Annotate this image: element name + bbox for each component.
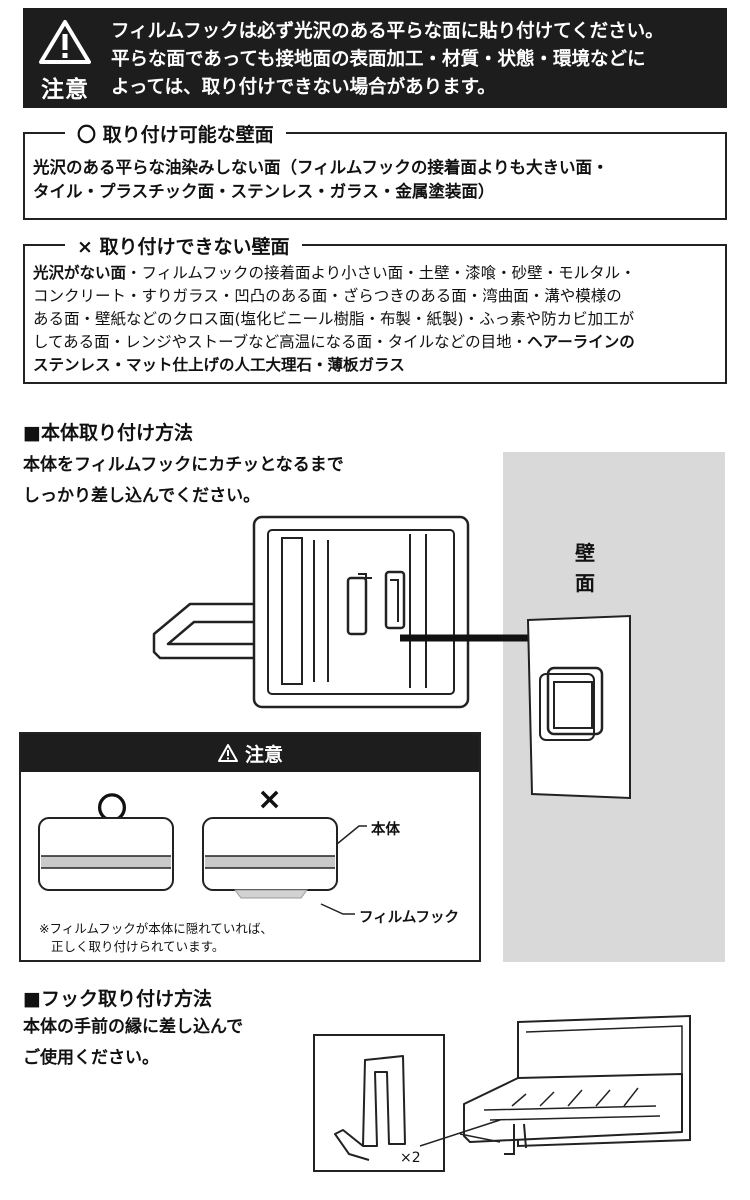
caution-header: 注意 [21,734,479,772]
body-label: 本体 [371,822,400,838]
possible-line: タイル・プラスチック面・ステンレス・ガラス・金属塗装面） [33,182,495,201]
ng-example-illustration [202,817,338,899]
warning-text: フィルムフックは必ず光沢のある平らな面に貼り付けてください。 平らな面であっても… [111,18,664,102]
ng-mark: × [257,782,283,817]
mount-line: 本体をフィルムフックにカチッとなるまで [23,455,344,475]
hook-instructions: 本体の手前の縁に差し込んで ご使用ください。 [23,1012,243,1074]
note-line: ※フィルムフックが本体に隠れていれば、 [39,921,273,936]
hook-heading: ■フック取り付け方法 [23,988,212,1010]
hook-detail-illustration [313,1034,445,1172]
impossible-walls-text: 光沢がない面・フィルムフックの接着面より小さい面・土壁・漆喰・砂壁・モルタル・ … [33,262,717,377]
warning-triangle-icon [217,744,238,762]
warning-line: よっては、取り付けできない場合があります。 [111,77,496,98]
warning-label: 注意 [41,77,89,103]
impossible-line: 光沢がない面・フィルムフックの接着面より小さい面・土壁・漆喰・砂壁・モルタル・ [33,264,636,282]
possible-walls-text: 光沢のある平らな油染みしない面（フィルムフックの接着面よりも大きい面・ タイル・… [33,156,717,204]
caution-title: 注意 [21,740,479,767]
note-line: 正しく取り付けられています。 [51,939,225,954]
possible-walls-title: 〇 取り付け可能な壁面 [65,120,286,147]
impossible-line: コンクリート・すりガラス・凹凸のある面・ざらつきのある面・湾曲面・溝や模様の [33,287,622,305]
wall-label: 壁面 [575,541,595,595]
ok-example-illustration [38,817,174,891]
impossible-line: ステンレス・マット仕上げの人工大理石・薄板ガラス [33,356,405,374]
warning-banner: 注意 フィルムフックは必ず光沢のある平らな面に貼り付けてください。 平らな面であ… [23,8,727,108]
shelf-with-hooks-illustration [459,1014,691,1155]
possible-walls-section: 〇 取り付け可能な壁面 光沢のある平らな油染みしない面（フィルムフックの接着面よ… [23,120,727,220]
warning-line: 平らな面であっても接地面の表面加工・材質・状態・環境などに [111,49,646,70]
impossible-walls-section: × 取り付けできない壁面 光沢がない面・フィルムフックの接着面より小さい面・土壁… [23,232,727,384]
possible-line: 光沢のある平らな油染みしない面（フィルムフックの接着面よりも大きい面・ [33,158,609,177]
hook-pointer-line [419,1119,501,1147]
caution-title-text: 注意 [244,744,283,766]
label-leader-lines [320,825,367,915]
caution-box: 注意 〇 × 本体 フィルムフック ※フィルムフックが本体に隠れていれば、 正し… [19,732,481,962]
mount-line: しっかり差し込んでください。 [23,486,261,506]
warning-triangle-icon [39,20,91,64]
hook-line: ご使用ください。 [23,1048,159,1068]
hook-count: ×2 [400,1150,421,1166]
impossible-line: ある面・壁紙などのクロス面(塩化ビニール樹脂・布製・紙製)・ふっ素や防カビ加工が [33,310,635,328]
film-hook-label: フィルムフック [359,910,460,926]
shelf-body-illustration [152,515,470,709]
mount-heading: ■本体取り付け方法 [23,422,193,444]
mount-instructions: 本体をフィルムフックにカチッとなるまで しっかり差し込んでください。 [23,450,344,512]
hook-line: 本体の手前の縁に差し込んで [23,1017,244,1037]
caution-note: ※フィルムフックが本体に隠れていれば、 正しく取り付けられています。 [39,920,273,956]
impossible-walls-title: × 取り付けできない壁面 [65,232,302,259]
film-hook-illustration [526,614,631,800]
impossible-line: してある面・レンジやストーブなど高温になる面・タイルなどの目地・ヘアーラインの [33,333,635,351]
warning-line: フィルムフックは必ず光沢のある平らな面に貼り付けてください。 [111,21,664,42]
